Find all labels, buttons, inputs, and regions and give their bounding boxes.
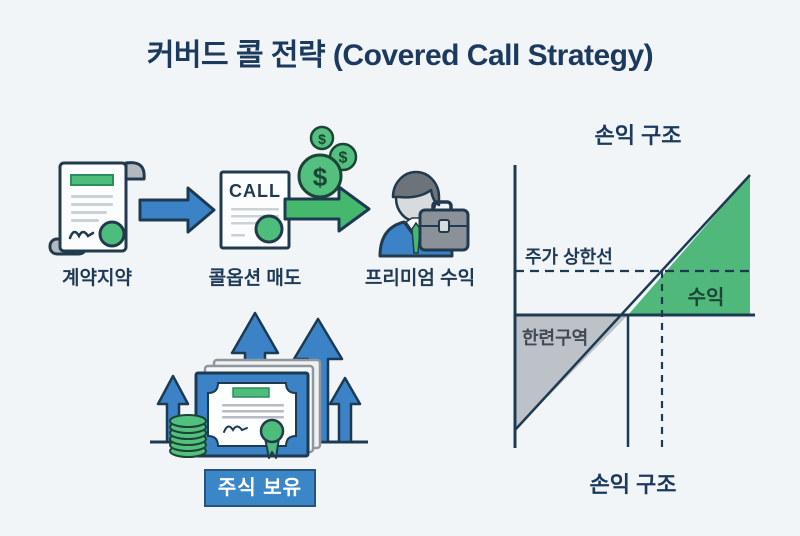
loss-area-label: 한련구역 xyxy=(522,328,588,348)
coin-dollar-symbol: $ xyxy=(339,150,348,167)
green-right-arrow-icon xyxy=(283,185,371,233)
step-label-sell-call: 콜옵션 매도 xyxy=(208,268,302,289)
stock-holding-illustration xyxy=(150,311,368,459)
blue-right-arrow-icon xyxy=(138,186,216,234)
up-arrow-icon xyxy=(328,376,362,444)
coin-stack-icon xyxy=(169,414,207,458)
chart-title: 손익 구조 xyxy=(594,123,681,148)
coin-dollar-symbol: $ xyxy=(313,162,328,192)
signature-squiggle xyxy=(68,230,95,240)
scroll-top-curl xyxy=(124,161,146,181)
certificate-title-bar xyxy=(232,387,270,398)
profit-area-label: 수익 xyxy=(688,286,725,309)
signature-squiggle xyxy=(223,425,248,433)
coin-dollar-symbol: $ xyxy=(318,131,326,147)
businessman-briefcase-icon xyxy=(378,170,470,258)
chart-bottom-label: 손익 구조 xyxy=(589,472,676,497)
page-title: 커버드 콜 전략 (Covered Call Strategy) xyxy=(146,39,654,72)
scroll-title-bar xyxy=(70,174,114,186)
call-doc-text: CALL xyxy=(229,181,281,201)
step-label-contract: 계약지약 xyxy=(62,268,132,289)
payoff-chart: 손익 구조 주가 상한선 수익 한련구역 손익 구조 xyxy=(513,123,755,497)
contract-scroll-icon xyxy=(48,161,146,256)
profit-area xyxy=(628,175,750,315)
briefcase-buckle xyxy=(438,219,450,233)
rosette-icon xyxy=(259,418,285,444)
stock-holding-badge: 주식 보유 xyxy=(204,469,316,507)
loss-area xyxy=(515,315,628,430)
call-document-icon: CALL xyxy=(219,170,291,250)
seal-icon xyxy=(254,214,284,244)
step-label-premium: 프리미엄 수익 xyxy=(364,268,476,289)
payoff-line xyxy=(514,174,751,431)
cap-line-label: 주가 상한선 xyxy=(525,247,613,267)
dollar-coins-icon: $ $ $ xyxy=(297,125,358,199)
seal-icon xyxy=(98,220,126,248)
